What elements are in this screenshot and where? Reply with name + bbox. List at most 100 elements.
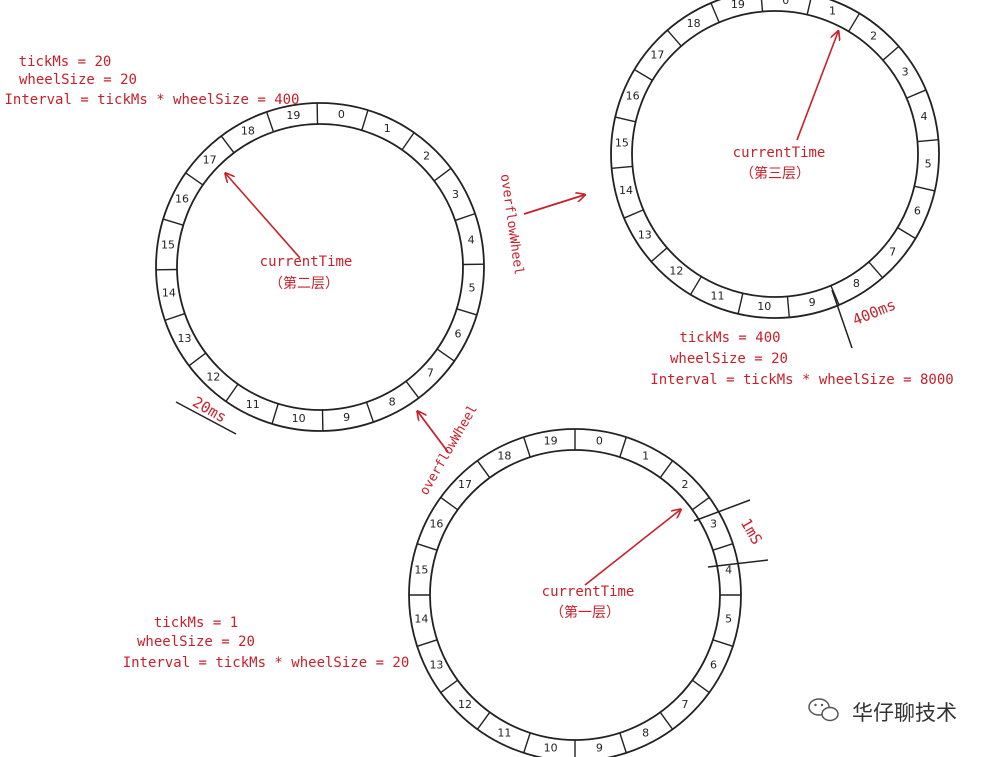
slot-15: 15 xyxy=(161,239,175,252)
slot-0: 0 xyxy=(596,434,603,447)
param-tickms: tickMs = 1 xyxy=(154,615,238,631)
slot-19: 19 xyxy=(544,434,558,447)
slot-18: 18 xyxy=(687,17,701,30)
slot-divider xyxy=(897,227,916,240)
tick-marker-line xyxy=(831,289,853,349)
slot-17: 17 xyxy=(650,48,664,61)
slot-divider xyxy=(401,132,415,151)
slot-8: 8 xyxy=(642,727,649,740)
slot-divider xyxy=(188,352,207,367)
slot-17: 17 xyxy=(203,153,217,166)
slot-18: 18 xyxy=(241,124,255,137)
param-interval: Interval = tickMs * wheelSize = 20 xyxy=(123,655,410,671)
ring-inner xyxy=(176,123,464,411)
slot-divider xyxy=(476,460,491,479)
slot-5: 5 xyxy=(725,612,732,625)
slot-divider xyxy=(225,383,239,402)
slot-0: 0 xyxy=(782,0,789,7)
tick-size-label: 400ms xyxy=(850,296,899,330)
slot-divider xyxy=(691,679,710,694)
slot-divider xyxy=(220,135,235,154)
slot-divider xyxy=(882,45,900,61)
param-interval: Interval = tickMs * wheelSize = 8000 xyxy=(650,372,953,388)
slot-divider xyxy=(361,109,369,131)
slot-12: 12 xyxy=(458,698,472,711)
overflow-arrow-line xyxy=(418,412,449,453)
current-time-pointer xyxy=(796,32,838,141)
slot-6: 6 xyxy=(710,659,717,672)
param-tickms: tickMs = 20 xyxy=(19,54,112,70)
slot-2: 2 xyxy=(870,29,877,42)
slot-1: 1 xyxy=(384,122,391,135)
slot-8: 8 xyxy=(389,396,396,409)
overflow-arrow-line xyxy=(523,195,584,215)
param-wheelsize: wheelSize = 20 xyxy=(137,634,255,650)
slot-divider xyxy=(659,711,674,730)
slot-15: 15 xyxy=(615,136,629,149)
slot-6: 6 xyxy=(914,205,921,218)
layer-label: （第一层） xyxy=(550,604,620,621)
slot-divider xyxy=(523,436,531,458)
current-time-label: currentTime xyxy=(733,145,826,161)
tick-size-label: 20ms xyxy=(189,393,229,427)
slot-divider xyxy=(712,639,734,647)
slot-divider xyxy=(433,167,452,182)
slot-11: 11 xyxy=(710,289,724,302)
slot-divider xyxy=(914,185,935,192)
watermark: 华仔聊技术 xyxy=(808,698,957,725)
slot-4: 4 xyxy=(725,564,732,577)
slot-divider xyxy=(848,13,861,32)
slot-divider xyxy=(619,436,627,458)
ring-inner xyxy=(631,10,919,298)
wechat-icon xyxy=(808,698,839,722)
slot-14: 14 xyxy=(414,612,428,625)
slot-2: 2 xyxy=(423,150,430,163)
current-time-label: currentTime xyxy=(542,584,635,600)
slot-13: 13 xyxy=(638,228,652,241)
slot-3: 3 xyxy=(710,517,717,530)
slot-divider xyxy=(650,247,668,263)
slot-10: 10 xyxy=(292,412,306,425)
slot-divider xyxy=(623,209,644,219)
slot-11: 11 xyxy=(246,398,260,411)
slot-19: 19 xyxy=(286,109,300,122)
slot-17: 17 xyxy=(458,478,472,491)
slot-divider xyxy=(806,0,812,15)
slot-3: 3 xyxy=(452,188,459,201)
slot-divider xyxy=(830,285,840,306)
slot-divider xyxy=(440,496,459,511)
slot-divider xyxy=(615,116,636,123)
layer-label: （第二层） xyxy=(269,275,339,292)
param-tickms: tickMs = 400 xyxy=(679,330,780,346)
slot-divider xyxy=(454,212,476,222)
slot-divider xyxy=(634,68,653,81)
tick-marker-line xyxy=(175,401,237,435)
slot-divider xyxy=(162,218,184,226)
slot-6: 6 xyxy=(454,327,461,340)
slot-15: 15 xyxy=(414,564,428,577)
slot-16: 16 xyxy=(175,193,189,206)
slot-2: 2 xyxy=(681,478,688,491)
slot-divider xyxy=(405,380,420,399)
slot-13: 13 xyxy=(177,332,191,345)
slot-divider xyxy=(710,2,720,23)
slot-divider xyxy=(868,261,884,279)
slot-divider xyxy=(476,711,491,730)
slot-divider xyxy=(786,296,790,318)
slot-8: 8 xyxy=(853,277,860,290)
slot-1: 1 xyxy=(642,449,649,462)
slot-divider xyxy=(691,496,710,511)
slot-3: 3 xyxy=(902,66,909,79)
watermark-text: 华仔聊技术 xyxy=(852,701,957,725)
slot-9: 9 xyxy=(809,296,816,309)
slot-16: 16 xyxy=(626,89,640,102)
wheel-ring xyxy=(610,0,940,319)
slot-divider xyxy=(456,308,478,316)
slot-14: 14 xyxy=(162,287,176,300)
overflow-arrow-2-to-3: overflowWheel xyxy=(497,173,584,276)
